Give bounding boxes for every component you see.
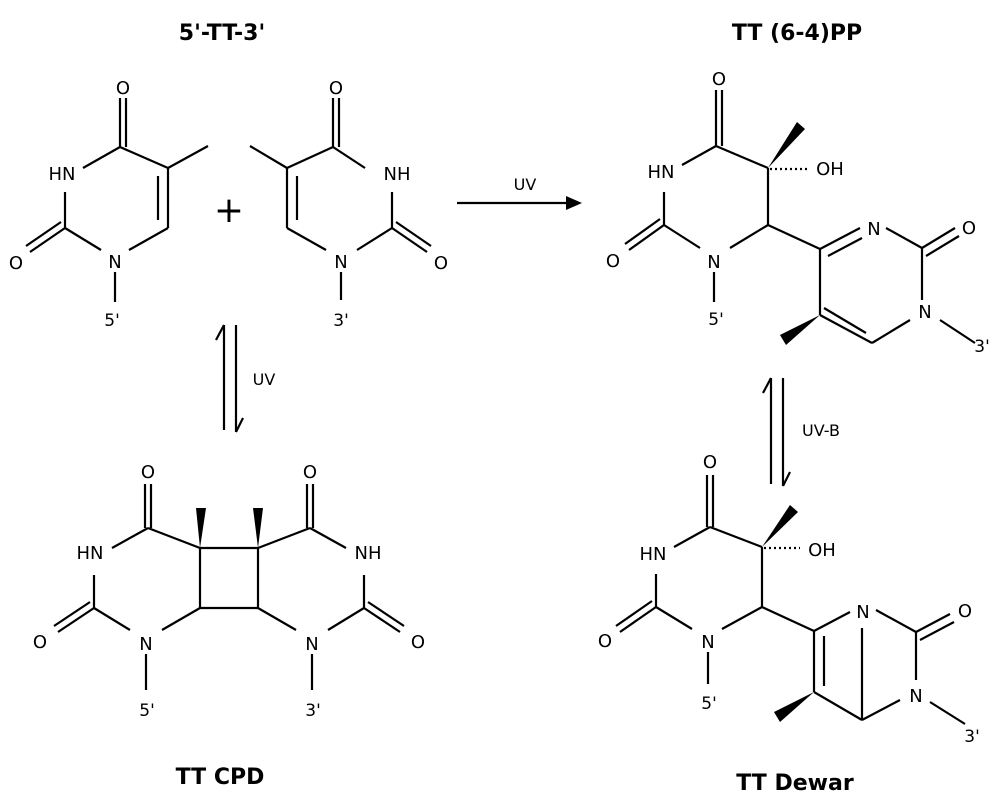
arrow-label-uv: UV	[253, 370, 276, 389]
atom-n: N	[305, 634, 318, 655]
atom-o: O	[712, 69, 726, 90]
label-5prime: 5'	[701, 694, 717, 714]
label-3prime: 3'	[964, 727, 980, 747]
atom-hn: HN	[49, 164, 76, 185]
atom-nh: NH	[384, 164, 411, 185]
atom-n: N	[909, 686, 922, 707]
label-3prime: 3'	[333, 311, 349, 331]
atom-o: O	[598, 631, 612, 652]
arrow-label-uv: UV	[514, 175, 537, 194]
equilibrium-arrow-uv-cpd: UV	[215, 324, 276, 433]
tt-dewar-structure: O HN OH N O 5' N O N 3'	[598, 452, 980, 747]
atom-hn: HN	[77, 543, 104, 564]
atom-n: N	[867, 219, 880, 240]
arrow-label-uv-b: UV-B	[802, 421, 840, 440]
label-5prime: 5'	[104, 311, 120, 331]
atom-o: O	[116, 78, 130, 99]
atom-o: O	[958, 601, 972, 622]
atom-o: O	[33, 632, 47, 653]
atom-n: N	[856, 602, 869, 623]
tt-64pp-structure: O HN OH N O 5' N O N 3'	[606, 69, 990, 357]
atom-o: O	[9, 253, 23, 274]
title-5tt3: 5'-TT-3'	[179, 21, 265, 46]
atom-o: O	[303, 462, 317, 483]
atom-nh: NH	[355, 543, 382, 564]
atom-hn: HN	[648, 162, 675, 183]
thymine-5prime: O HN N O 5'	[9, 78, 209, 331]
atom-o: O	[329, 78, 343, 99]
atom-oh: OH	[808, 540, 836, 561]
label-5prime: 5'	[139, 701, 155, 721]
atom-n: N	[108, 252, 121, 273]
thymine-3prime: O NH N O 3'	[249, 78, 448, 331]
atom-o: O	[411, 632, 425, 653]
label-3prime: 3'	[305, 701, 321, 721]
atom-n: N	[918, 302, 931, 323]
atom-n: N	[701, 632, 714, 653]
tt-cpd-structure: O O HN NH N N O O 5' 3'	[33, 462, 425, 721]
atom-o: O	[703, 452, 717, 473]
atom-hn: HN	[640, 544, 667, 565]
title-tt-cpd: TT CPD	[176, 765, 265, 790]
atom-o: O	[962, 218, 976, 239]
atom-n: N	[334, 252, 347, 273]
title-tt-dewar: TT Dewar	[736, 771, 854, 796]
atom-o: O	[141, 462, 155, 483]
reaction-arrow-uv-64pp: UV	[457, 175, 582, 210]
atom-n: N	[707, 252, 720, 273]
atom-oh: OH	[816, 159, 844, 180]
atom-o: O	[434, 253, 448, 274]
atom-n: N	[139, 634, 152, 655]
plus-sign: +	[214, 190, 244, 231]
equilibrium-arrow-uvb-dewar: UV-B	[762, 377, 840, 487]
atom-o: O	[606, 251, 620, 272]
label-5prime: 5'	[708, 310, 724, 330]
title-tt-64pp: TT (6-4)PP	[732, 21, 862, 46]
label-3prime: 3'	[974, 337, 990, 357]
